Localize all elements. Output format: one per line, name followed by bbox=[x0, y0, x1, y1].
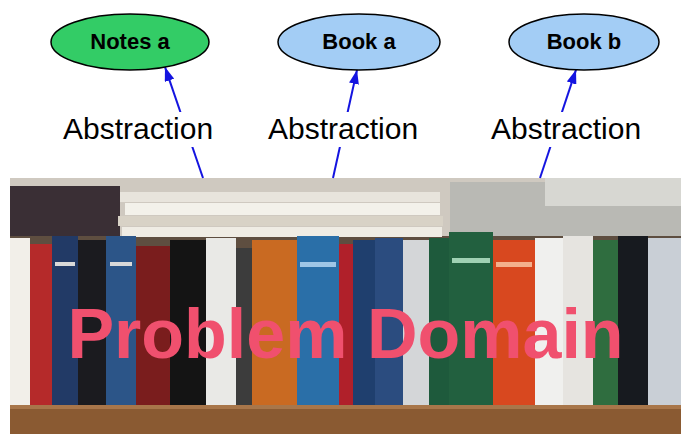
shelf-edge bbox=[10, 405, 681, 409]
problem-domain-photo: Problem Domain bbox=[10, 178, 681, 434]
book bbox=[648, 238, 681, 408]
spine-stripe bbox=[110, 262, 132, 266]
node-label: Book b bbox=[547, 30, 622, 54]
abstraction-ellipse: Notes a bbox=[50, 13, 210, 71]
edge-label: Abstraction bbox=[488, 112, 644, 147]
edge-label: Abstraction bbox=[265, 112, 421, 147]
shelf-board bbox=[10, 405, 681, 434]
shelf-backdrop bbox=[10, 178, 681, 434]
abstraction-ellipse: Book b bbox=[508, 13, 660, 71]
lying-book bbox=[120, 192, 440, 202]
node-label: Book a bbox=[322, 30, 395, 54]
ellipse-shape bbox=[51, 14, 209, 70]
spine-stripe bbox=[300, 262, 336, 267]
book bbox=[30, 244, 52, 408]
edge-label: Abstraction bbox=[60, 112, 216, 147]
lying-book bbox=[122, 227, 442, 237]
domain-label: Problem Domain bbox=[10, 294, 681, 375]
lying-book bbox=[118, 216, 443, 226]
abstraction-ellipse: Book a bbox=[277, 13, 441, 71]
ellipse-shape bbox=[278, 14, 440, 70]
spine-stripe bbox=[55, 262, 75, 266]
wall bbox=[10, 178, 681, 236]
book bbox=[10, 238, 30, 408]
lying-book bbox=[125, 203, 440, 215]
binder bbox=[545, 178, 681, 206]
spine-stripe bbox=[496, 262, 532, 267]
spine-stripe bbox=[452, 258, 490, 263]
ellipse-shape bbox=[509, 14, 659, 70]
book-stack bbox=[10, 186, 120, 236]
node-label: Notes a bbox=[90, 30, 169, 54]
